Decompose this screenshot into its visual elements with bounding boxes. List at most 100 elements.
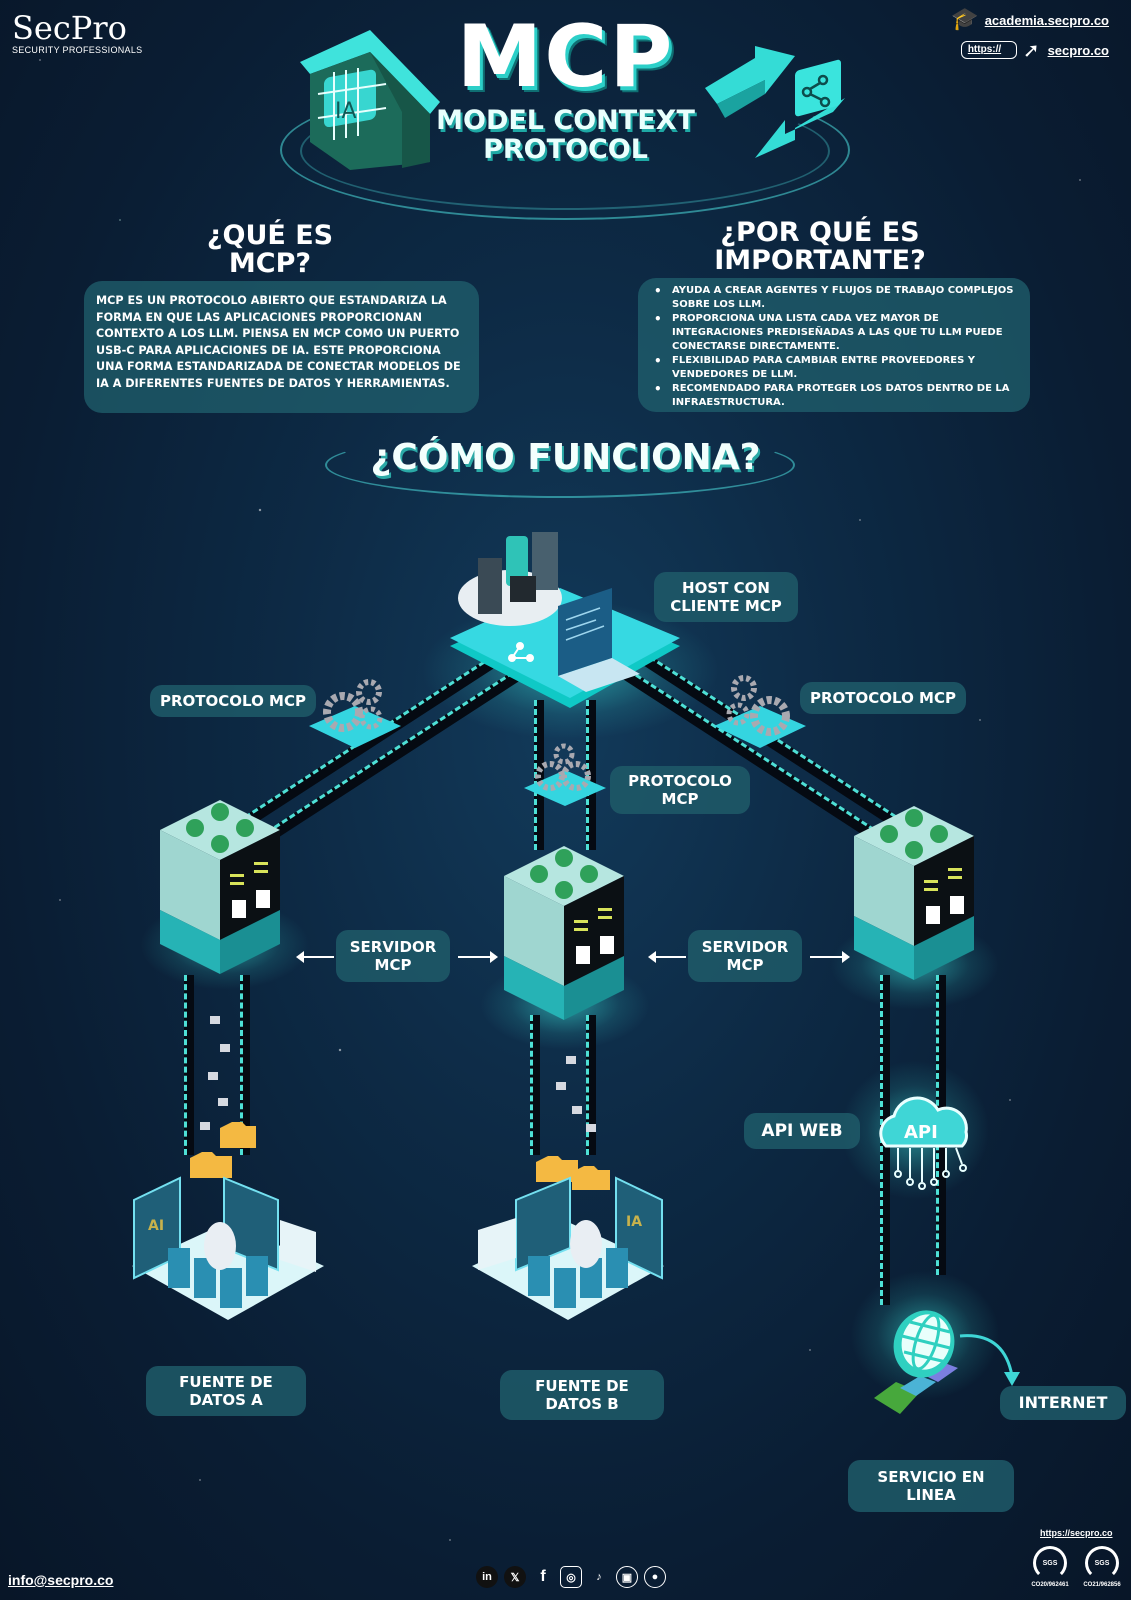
why-bullet: RECOMENDADO PARA PROTEGER LOS DATOS DENT…: [648, 382, 1018, 410]
why-heading-line1: ¿POR QUÉ ES: [720, 217, 920, 248]
logo-wordmark: SecPro: [12, 9, 127, 47]
facebook-icon[interactable]: f: [540, 1568, 546, 1585]
svg-text:AI: AI: [148, 1218, 164, 1234]
tiktok-icon[interactable]: ♪: [596, 1571, 602, 1583]
mcp-server-right-icon: [854, 806, 974, 980]
arrow-right-icon: [810, 951, 850, 963]
api-cloud-icon: API: [879, 1096, 968, 1190]
why-bullet-list: AYUDA A CREAR AGENTES Y FLUJOS DE TRABAJ…: [648, 284, 1018, 410]
why-card: AYUDA A CREAR AGENTES Y FLUJOS DE TRABAJ…: [638, 278, 1030, 412]
hero-subtitle-line2: PROTOCOL: [483, 134, 648, 165]
academy-link[interactable]: academia.secpro.co: [984, 12, 1109, 28]
sgs-cert-code: CO21/962856: [1083, 1582, 1121, 1588]
mouse-cursor-icon: ➚: [1022, 38, 1040, 62]
protocol-center-line1: PROTOCOLO: [628, 772, 732, 790]
server-left-line2: MCP: [374, 956, 412, 974]
source-a-line1: FUENTE DE: [179, 1373, 273, 1391]
secpro-logo[interactable]: SecPro SECURITY PROFESSIONALS: [12, 12, 142, 55]
protocol-gears-right-icon: [714, 675, 806, 748]
arrow-left-icon: [296, 951, 334, 963]
cert-url-link[interactable]: https://secpro.co: [1040, 1528, 1113, 1538]
svg-text:IA: IA: [626, 1214, 642, 1230]
top-links: 🎓 academia.secpro.co https:// ➚ secpro.c…: [951, 8, 1109, 62]
what-heading-line2: MCP?: [228, 248, 312, 279]
exchange-arrows-icon: [705, 46, 845, 158]
twitch-icon[interactable]: ▣: [616, 1566, 638, 1588]
source-a-line2: DATOS A: [189, 1391, 263, 1409]
server-left-line1: SERVIDOR: [349, 938, 437, 956]
site-link[interactable]: secpro.co: [1047, 42, 1109, 58]
contact-email-link[interactable]: info@secpro.co: [8, 1572, 114, 1588]
protocol-right-label: PROTOCOLO MCP: [800, 682, 966, 714]
protocol-gears-left-icon: [309, 679, 401, 748]
sgs-cert-badge: SGS CO21/962856: [1082, 1546, 1122, 1588]
logo-tagline: SECURITY PROFESSIONALS: [12, 45, 143, 55]
connector-center-source-a: [530, 1015, 540, 1155]
why-heading-line2: IMPORTANTE?: [714, 245, 926, 276]
title-orbit-ring-inner: [300, 92, 830, 210]
ai-chip-house-icon: IA: [300, 30, 440, 170]
data-packets-center-icon: [536, 1056, 610, 1190]
online-line1: SERVICIO EN: [877, 1468, 985, 1486]
connector-left-source-b: [240, 975, 250, 1155]
linkedin-icon[interactable]: in: [476, 1566, 498, 1588]
why-bullet: PROPORCIONA UNA LISTA CADA VEZ MAYOR DE …: [648, 312, 1018, 354]
api-web-label: API WEB: [744, 1113, 860, 1149]
server-right-line2: MCP: [726, 956, 764, 974]
arrow-right-icon: [458, 951, 498, 963]
server-right-line1: SERVIDOR: [701, 938, 789, 956]
data-packets-left-icon: [190, 1016, 256, 1178]
hero-title-block: MCP MODEL CONTEXT PROTOCOL: [0, 14, 1131, 164]
curved-arrow-icon: [959, 1334, 1020, 1386]
host-label-line1: HOST CON: [682, 579, 770, 597]
sgs-cert-badge: SGS CO20/962461: [1030, 1546, 1070, 1588]
host-client-illustration: [450, 532, 680, 708]
instagram-icon[interactable]: ◎: [560, 1566, 582, 1588]
data-source-b-illustration: IA: [472, 1176, 664, 1320]
host-label-line2: CLIENTE MCP: [670, 597, 782, 615]
how-orbit-ring: [325, 432, 795, 498]
source-b-line1: FUENTE DE: [535, 1377, 629, 1395]
sgs-check-icon: SGS: [1085, 1546, 1119, 1580]
why-bullet: AYUDA A CREAR AGENTES Y FLUJOS DE TRABAJ…: [648, 284, 1018, 312]
online-line2: LINEA: [906, 1486, 956, 1504]
why-bullet: FLEXIBILIDAD PARA CAMBIAR ENTRE PROVEEDO…: [648, 354, 1018, 382]
internet-label: INTERNET: [1000, 1386, 1126, 1420]
what-heading: ¿QUÉ ES MCP?: [170, 222, 370, 278]
github-icon[interactable]: ●: [644, 1566, 666, 1588]
globe-online-service-icon: [874, 1310, 958, 1414]
what-body: MCP ES UN PROTOCOLO ABIERTO QUE ESTANDAR…: [96, 294, 461, 390]
why-heading: ¿POR QUÉ ES IMPORTANTE?: [700, 219, 940, 275]
social-links: in 𝕏 f ◎ ♪ ▣ ●: [476, 1566, 666, 1588]
graduation-cap-icon: 🎓: [951, 7, 979, 32]
title-orbit-ring: [280, 80, 850, 220]
how-heading: ¿CÓMO FUNCIONA?: [370, 437, 761, 478]
connector-center-source-b: [586, 1015, 596, 1155]
arrow-left-icon: [648, 951, 686, 963]
url-prefix-box: https://: [960, 41, 1017, 59]
protocol-left-label: PROTOCOLO MCP: [150, 685, 316, 717]
data-source-a-illustration: AI: [132, 1176, 324, 1320]
sgs-check-icon: SGS: [1033, 1546, 1067, 1580]
protocol-gears-center-icon: [524, 743, 606, 806]
source-b-line2: DATOS B: [545, 1395, 619, 1413]
svg-text:IA: IA: [335, 99, 357, 124]
sgs-cert-code: CO20/962461: [1031, 1582, 1069, 1588]
mcp-server-center-icon: [504, 846, 624, 1020]
x-twitter-icon[interactable]: 𝕏: [504, 1566, 526, 1588]
connector-left-source-a: [184, 975, 194, 1155]
svg-text:API: API: [904, 1122, 938, 1143]
protocol-center-line2: MCP: [661, 790, 699, 808]
mcp-server-left-icon: [160, 800, 280, 974]
what-card: MCP ES UN PROTOCOLO ABIERTO QUE ESTANDAR…: [84, 281, 479, 413]
hero-title: MCP: [456, 7, 675, 107]
hero-subtitle-line1: MODEL CONTEXT: [436, 105, 695, 136]
what-heading-line1: ¿QUÉ ES: [206, 220, 334, 251]
